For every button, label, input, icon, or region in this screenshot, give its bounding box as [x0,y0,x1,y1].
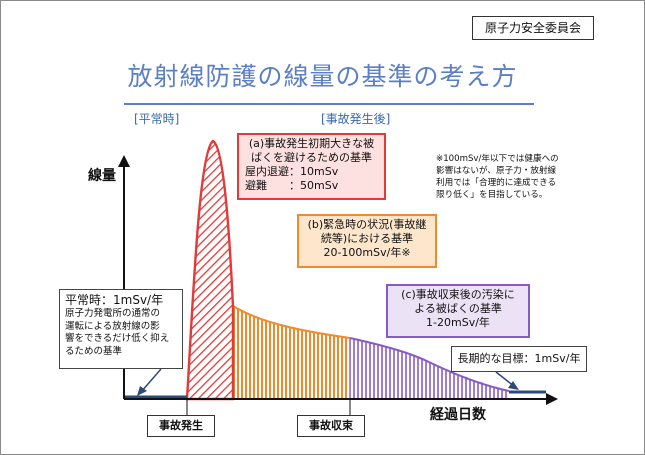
phase-a-area [185,139,235,401]
title-underline [124,103,534,105]
y-axis-label: 線量 [88,168,116,184]
callout-line: 避難 ：50mSv [245,179,339,192]
period-label-normal: [平常時] [134,112,180,126]
tag-accident-start: 事故発生 [147,415,215,437]
callout-line: 続等)における基準 [320,232,414,245]
footnote-line: 利用では「合理的に達成できる [436,178,557,188]
period-label-after: [事故発生後] [321,112,391,126]
phase-c-curve [349,337,510,392]
callout-line: ばくを避けるための基準 [251,151,372,164]
callout-line: 1-20mSv/年 [426,316,490,329]
footnote-line: 限り低く」を目指している。 [436,190,548,200]
callout-line: 原子力発電所の通常の [65,308,161,319]
callout-line: 響をできるだけ低く抑え [65,333,170,345]
callout-line: よる被ばくの基準 [414,302,502,315]
callout-line: 屋内退避：10mSv [245,165,339,178]
footnote-line: 影響はないが、原子力・放射線 [436,166,557,176]
footnote-line: ※100mSv/年以下では健康への [436,154,559,164]
callout-line: (c)事故収束後の汚染に [401,288,515,301]
x-axis-arrow [546,393,558,405]
callout-line: るための基準 [65,345,123,357]
callout-phase-c: (c)事故収束後の汚染に よる被ばくの基準 1-20mSv/年 [386,284,530,338]
callout-phase-b: (b)緊急時の状況(事故継 続等)における基準 20-100mSv/年※ [297,214,437,268]
callout-longterm: 長期的な目標：1mSv/年 [451,346,587,372]
arrow-normal-head [137,386,147,396]
footnote: ※100mSv/年以下では健康への 影響はないが、原子力・放射線 利用では「合理… [436,153,586,201]
callout-line: (b)緊急時の状況(事故継 [307,218,427,231]
arrow-longterm-head [508,381,519,390]
callout-line: 20-100mSv/年※ [323,246,411,259]
page-title: 放射線防護の線量の基準の考え方 [127,62,518,91]
callout-normal: 平常時：1mSv/年 原子力発電所の通常の 運転による放射線の影 響をできるだけ… [59,289,183,369]
callout-phase-a: (a)事故発生初期大きな被 ばくを避けるための基準 屋内退避：10mSv 避難 … [237,133,386,200]
phase-c-area [350,338,509,399]
arrow-normal [140,368,162,393]
callout-line: (a)事故発生初期大きな被 [248,137,375,150]
x-axis-label: 経過日数 [430,407,486,423]
y-axis-arrow [118,155,130,167]
organization-label: 原子力安全委員会 [472,16,594,40]
phase-b-area [231,305,350,399]
callout-line: 運転による放射線の影 [65,320,160,332]
tag-accident-end: 事故収束 [297,415,365,437]
callout-heading: 平常時：1mSv/年 [65,293,164,307]
